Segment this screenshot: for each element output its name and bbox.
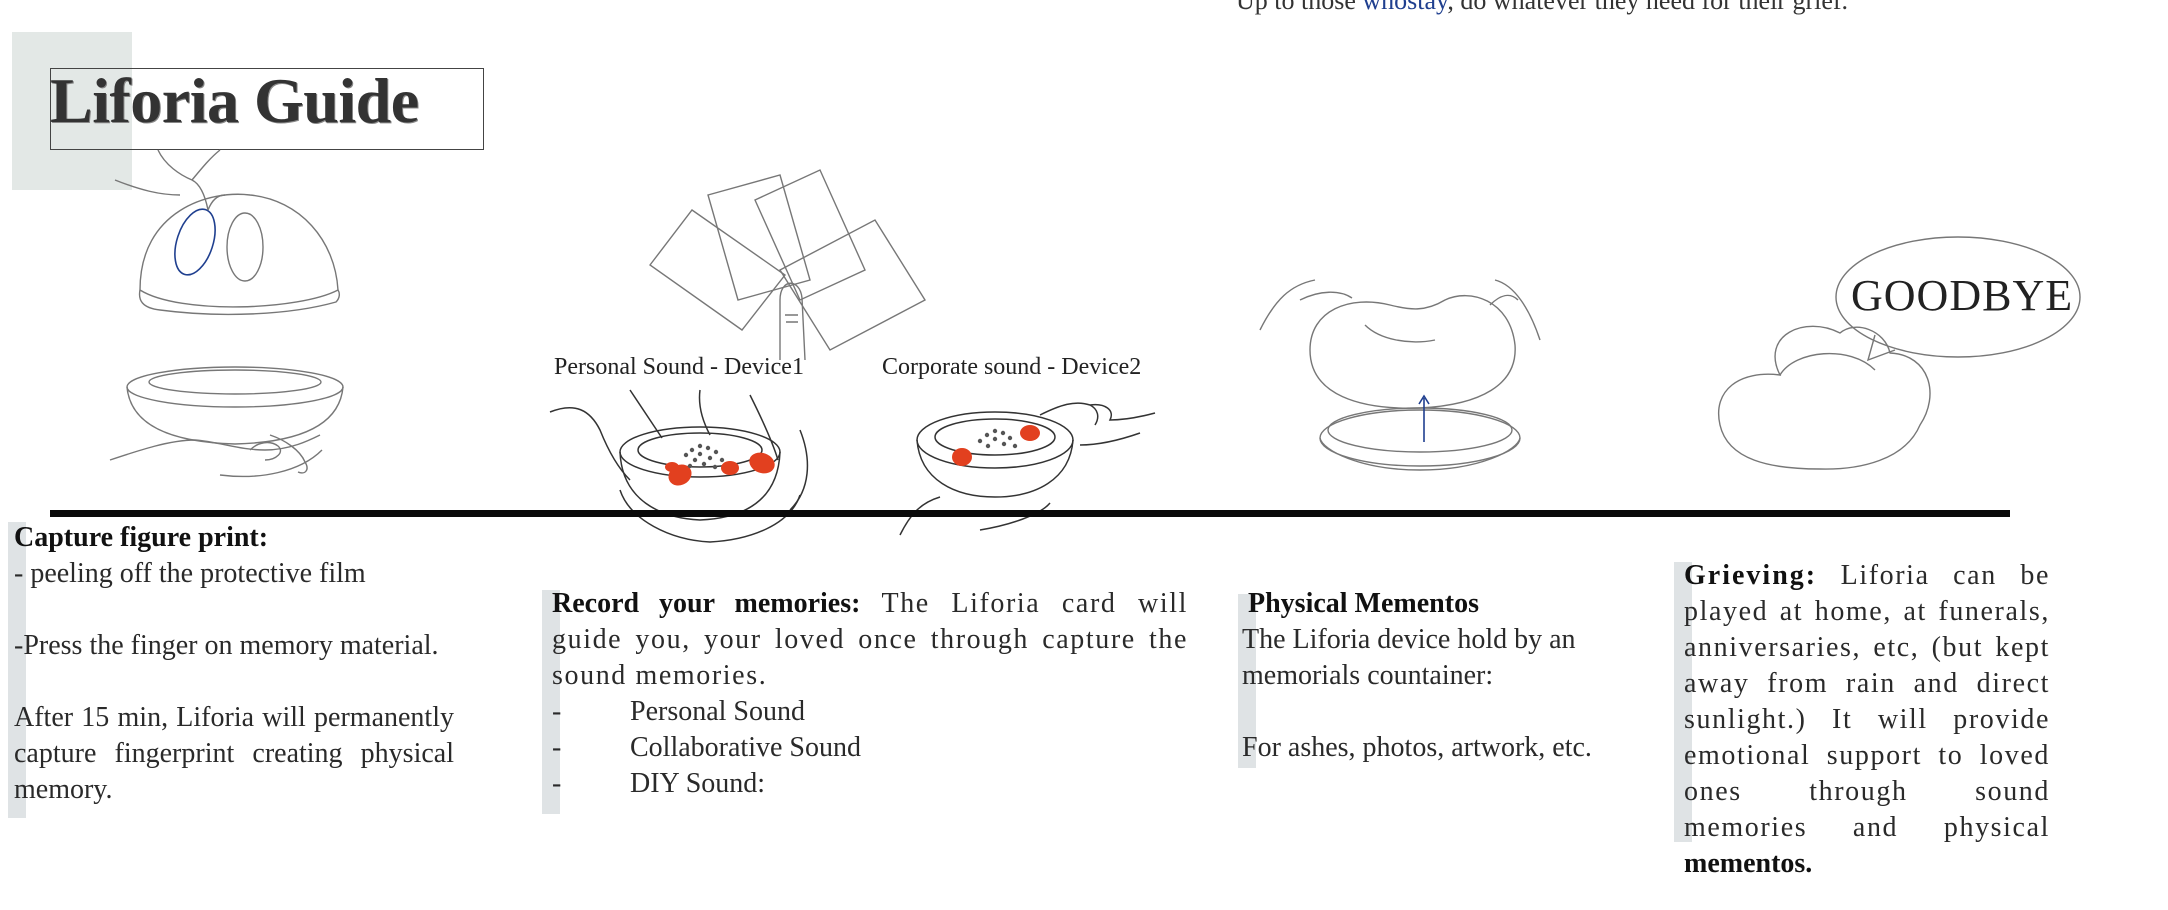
step-mementos-note: For ashes, photos, artwork, etc.: [1242, 732, 1592, 763]
list-item-label: Collaborative Sound: [630, 732, 861, 763]
quote-highlight: whostay: [1362, 0, 1448, 15]
list-item: -Personal Sound: [552, 694, 1188, 730]
memorial-container-illustration: [1260, 270, 1560, 480]
step3-bar: [1238, 594, 1256, 768]
speech-bubble: [1836, 237, 2080, 357]
quote-after: , do whatever they need for their grief.: [1447, 0, 1849, 15]
step-capture: Capture figure print: - peeling off the …: [14, 520, 454, 808]
caption-device2: Corporate sound - Device2: [882, 354, 1142, 380]
liforia-cards-illustration: [650, 170, 930, 370]
list-item-label: Personal Sound: [630, 696, 805, 727]
step-record-list: -Personal Sound -Collaborative Sound -DI…: [552, 694, 1188, 802]
fingerprint-dome-illustration: [100, 150, 360, 500]
step-mementos: Physical Mementos The Liforia device hol…: [1242, 586, 1642, 766]
list-item-label: DIY Sound:: [630, 768, 766, 799]
step-grieving-body: Liforia can be played at home, at funera…: [1684, 560, 2050, 843]
title-frame: [50, 68, 484, 150]
step-capture-heading: Capture figure print:: [14, 522, 269, 553]
step-capture-line3: After 15 min, Liforia will permanently c…: [14, 702, 454, 805]
caption-device1: Personal Sound - Device1: [554, 354, 804, 380]
step-grieving-heading: Grieving:: [1684, 560, 1818, 591]
page-title: Liforia Guide: [50, 65, 419, 136]
step-capture-line1: - peeling off the protective film: [14, 558, 366, 589]
step-record-heading: Record your memories:: [552, 588, 861, 619]
title-background: [12, 32, 132, 190]
step-record-body: The Liforia card will guide you, your lo…: [552, 588, 1188, 691]
device1-bowl-illustration: [550, 390, 830, 555]
list-item: -DIY Sound:: [552, 766, 1188, 802]
top-quote-fragment: Up to those whostay, do whatever they ne…: [1236, 0, 1848, 16]
step1-bar: [8, 522, 26, 818]
step-grieving-emph: mementos.: [1684, 848, 1813, 879]
step-record: Record your memories: The Liforia card w…: [552, 586, 1188, 802]
step-capture-line2: -Press the finger on memory material.: [14, 630, 439, 661]
quote-before: Up to those: [1236, 0, 1363, 15]
speech-bubble-text: GOODBYE: [1851, 271, 2074, 320]
step-mementos-body: The Liforia device hold by an memorials …: [1242, 624, 1576, 691]
step-grieving: Grieving: Liforia can be played at home,…: [1684, 558, 2050, 882]
step-mementos-heading: Physical Mementos: [1248, 588, 1479, 619]
list-item: -Collaborative Sound: [552, 730, 1188, 766]
step2-bar: [542, 590, 560, 814]
goodbye-device-illustration: [1700, 235, 2100, 510]
step4-bar: [1674, 562, 1692, 842]
device2-bowl-illustration: [900, 385, 1160, 545]
timeline-divider: [50, 510, 2010, 517]
